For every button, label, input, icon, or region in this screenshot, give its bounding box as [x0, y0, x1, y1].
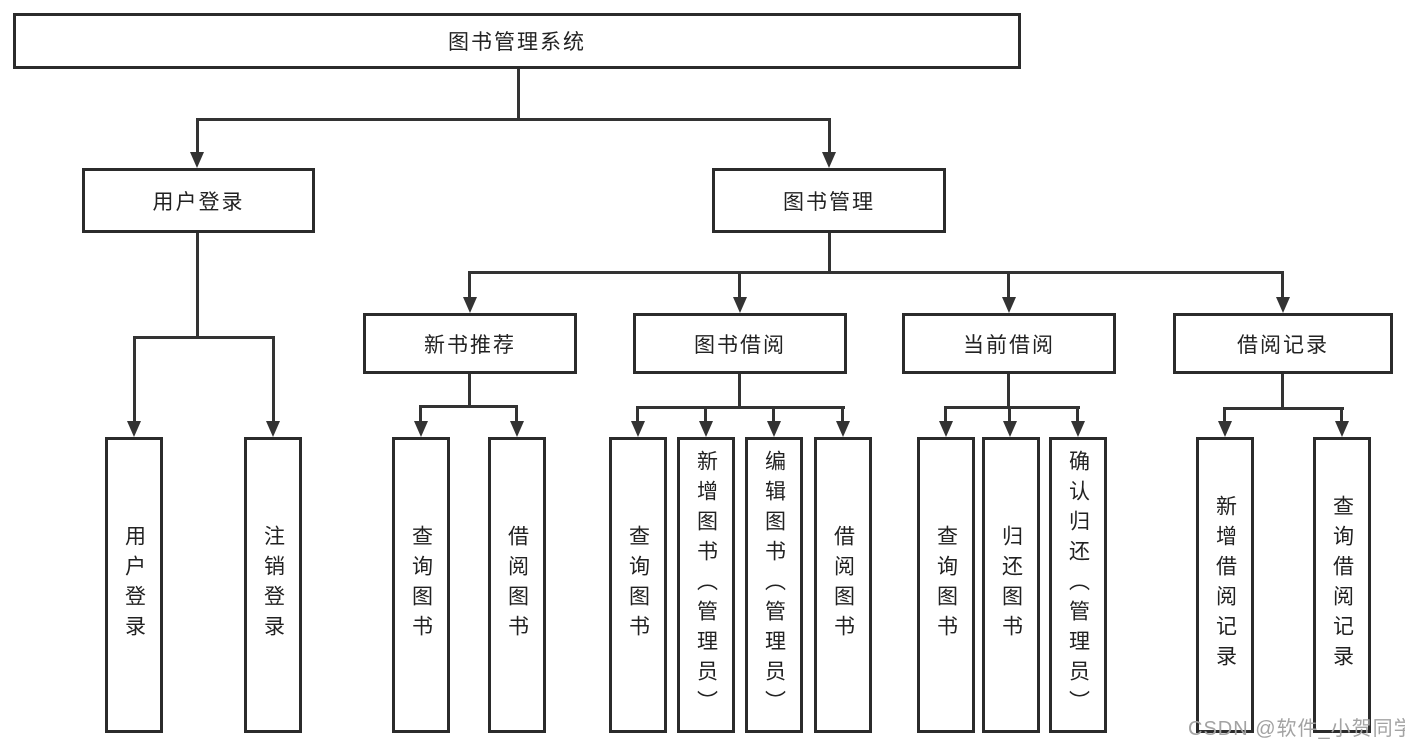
connector-line	[738, 271, 741, 297]
leaf-label: 归还图书	[999, 525, 1023, 645]
connector-line	[828, 233, 831, 271]
node-label: 图书借阅	[694, 333, 786, 357]
connector-line	[197, 118, 831, 121]
arrow-down-icon	[939, 421, 953, 437]
connector-line	[828, 118, 831, 152]
arrow-down-icon	[266, 421, 280, 437]
connector-line	[272, 336, 275, 421]
connector-line	[704, 406, 707, 421]
leaf-label: 查询图书	[409, 525, 433, 645]
leaf-label: 查询图书	[934, 525, 958, 645]
leaf-query-borrow-record: 查询借阅记录	[1313, 437, 1371, 733]
leaf-query-books-recommend: 查询图书	[392, 437, 450, 733]
csdn-watermark: CSDN @软件_小贺同学	[1188, 718, 1405, 740]
node-label: 新书推荐	[424, 333, 516, 357]
leaf-user-login: 用户登录	[105, 437, 163, 733]
arrow-down-icon	[631, 421, 645, 437]
arrow-down-icon	[1071, 421, 1085, 437]
connector-line	[133, 336, 275, 339]
connector-line	[468, 271, 1284, 274]
leaf-label: 查询图书	[626, 525, 650, 645]
connector-line	[772, 406, 775, 421]
connector-line	[944, 406, 947, 421]
leaf-label: 用户登录	[122, 525, 146, 645]
leaf-label: 编辑图书（管理员）	[762, 450, 786, 720]
connector-line	[468, 374, 471, 405]
node-user-login: 用户登录	[82, 168, 315, 233]
leaf-edit-book-admin: 编辑图书（管理员）	[745, 437, 803, 733]
arrow-down-icon	[836, 421, 850, 437]
connector-line	[1008, 406, 1011, 421]
arrow-down-icon	[463, 297, 477, 313]
node-label: 图书管理系统	[448, 31, 586, 54]
leaf-label: 注销登录	[261, 525, 285, 645]
leaf-confirm-return-admin: 确认归还（管理员）	[1049, 437, 1107, 733]
node-borrow-records: 借阅记录	[1173, 313, 1393, 374]
leaf-borrow-books-recommend: 借阅图书	[488, 437, 546, 733]
connector-line	[468, 271, 471, 297]
arrow-down-icon	[127, 421, 141, 437]
node-label: 借阅记录	[1237, 333, 1329, 357]
connector-line	[1281, 374, 1284, 407]
connector-line	[636, 406, 845, 409]
connector-line	[515, 405, 518, 421]
leaf-add-borrow-record: 新增借阅记录	[1196, 437, 1254, 733]
connector-line	[1007, 271, 1010, 297]
connector-line	[419, 405, 422, 421]
leaf-label: 借阅图书	[831, 525, 855, 645]
node-label: 用户登录	[152, 190, 245, 214]
connector-line	[636, 406, 639, 421]
node-label: 当前借阅	[963, 333, 1055, 357]
node-label: 图书管理	[783, 190, 875, 214]
connector-line	[1281, 271, 1284, 297]
leaf-return-book: 归还图书	[982, 437, 1040, 733]
leaf-label: 查询借阅记录	[1330, 495, 1354, 675]
node-book-borrow: 图书借阅	[633, 313, 847, 374]
connector-line	[196, 233, 199, 336]
connector-line	[944, 406, 1080, 409]
connector-line	[517, 69, 520, 118]
arrow-down-icon	[767, 421, 781, 437]
leaf-label: 新增图书（管理员）	[694, 450, 718, 720]
node-current-borrow: 当前借阅	[902, 313, 1116, 374]
arrow-down-icon	[1335, 421, 1349, 437]
arrow-down-icon	[414, 421, 428, 437]
arrow-down-icon	[822, 152, 836, 168]
connector-line	[738, 374, 741, 406]
leaf-query-books-borrow: 查询图书	[609, 437, 667, 733]
leaf-borrow-books: 借阅图书	[814, 437, 872, 733]
connector-line	[1223, 407, 1344, 410]
leaf-query-books-current: 查询图书	[917, 437, 975, 733]
arrow-down-icon	[733, 297, 747, 313]
arrow-down-icon	[1276, 297, 1290, 313]
leaf-label: 确认归还（管理员）	[1066, 450, 1090, 720]
arrow-down-icon	[510, 421, 524, 437]
leaf-logout: 注销登录	[244, 437, 302, 733]
leaf-label: 借阅图书	[505, 525, 529, 645]
arrow-down-icon	[699, 421, 713, 437]
arrow-down-icon	[190, 152, 204, 168]
leaf-label: 新增借阅记录	[1213, 495, 1237, 675]
connector-line	[1076, 406, 1079, 421]
connector-line	[1223, 407, 1226, 421]
node-root-system: 图书管理系统	[13, 13, 1021, 69]
node-new-book-recommend: 新书推荐	[363, 313, 577, 374]
arrow-down-icon	[1003, 421, 1017, 437]
connector-line	[419, 405, 518, 408]
connector-line	[1340, 407, 1343, 421]
arrow-down-icon	[1002, 297, 1016, 313]
leaf-add-book-admin: 新增图书（管理员）	[677, 437, 735, 733]
connector-line	[196, 118, 199, 152]
connector-line	[841, 406, 844, 421]
arrow-down-icon	[1218, 421, 1232, 437]
connector-line	[1007, 374, 1010, 406]
node-book-management: 图书管理	[712, 168, 946, 233]
connector-line	[133, 336, 136, 421]
